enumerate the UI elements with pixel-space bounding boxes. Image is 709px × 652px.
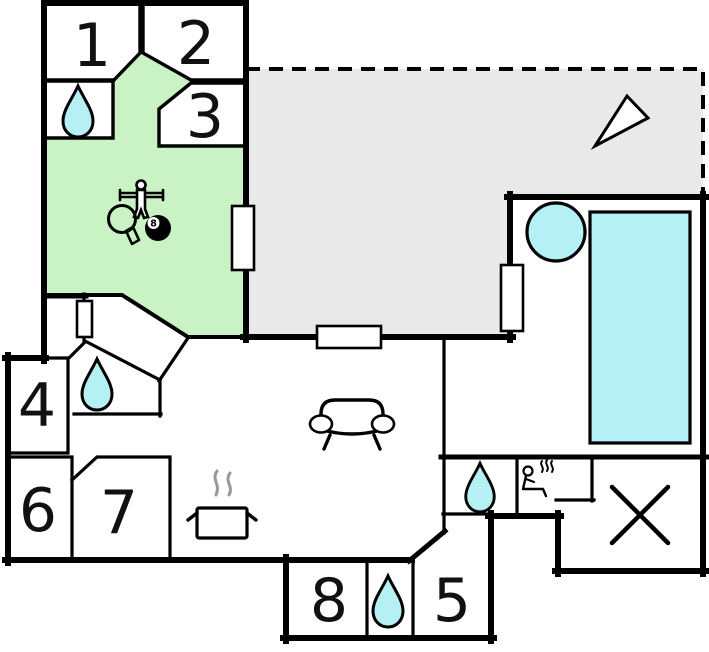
eight-ball-icon: 8	[145, 215, 171, 241]
water-drop-icon	[80, 355, 114, 412]
door-living-terrace	[315, 324, 383, 350]
cross-mark-icon	[609, 484, 671, 546]
room-number-3: 3	[186, 82, 224, 152]
water-drop-icon	[61, 82, 95, 139]
door-pool-terrace	[499, 263, 525, 333]
terrace-area	[246, 69, 703, 337]
terrace-dashed-border	[246, 67, 705, 196]
room-number-5: 5	[433, 566, 471, 636]
room-number-7: 7	[100, 478, 138, 548]
door-gameroom-terrace	[230, 204, 256, 272]
room-number-2: 2	[177, 9, 215, 79]
room-number-6: 6	[19, 476, 57, 546]
door-hallway	[75, 299, 94, 339]
interior-walls	[6, 292, 596, 640]
table-tennis-icon	[107, 204, 141, 246]
hot-tub	[525, 201, 587, 263]
eight-ball-number: 8	[150, 219, 157, 230]
sofa-icon	[308, 398, 396, 451]
swimming-pool	[588, 210, 692, 445]
room-number-8: 8	[310, 566, 348, 636]
water-drop-icon	[371, 572, 405, 629]
room-number-4: 4	[18, 371, 56, 441]
sauna-icon	[521, 459, 554, 498]
north-arrow-icon	[590, 93, 651, 150]
water-drop-icon	[464, 459, 496, 514]
stove-icon	[186, 469, 258, 540]
room-number-1: 1	[73, 11, 111, 81]
